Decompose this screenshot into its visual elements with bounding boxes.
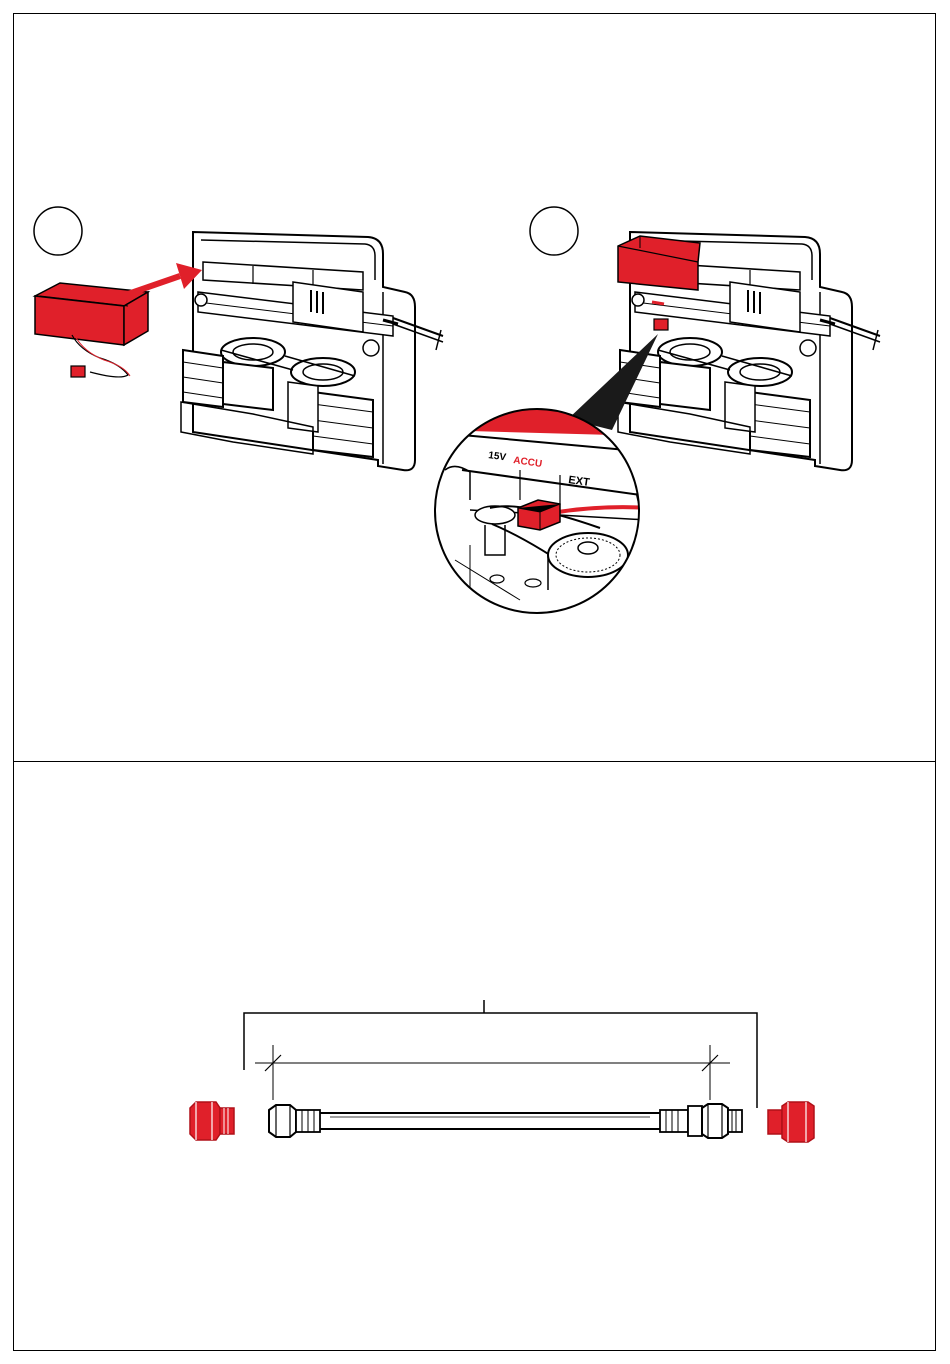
step-2-circle (530, 207, 578, 255)
insert-arrow (128, 263, 202, 294)
fitting-right-red (768, 1102, 814, 1142)
zoom-detail: 15V ACCU EXT (430, 405, 650, 620)
dimension-hose (255, 1045, 730, 1100)
battery-installed (618, 236, 700, 290)
battery-pack (35, 283, 148, 377)
battery-connector (71, 366, 85, 377)
step-1-circle (34, 207, 82, 255)
control-unit-step-1 (181, 232, 443, 470)
fitting-left-red (190, 1102, 234, 1140)
hose-assembly (269, 1104, 742, 1138)
connector-plugged (654, 319, 668, 330)
dimension-overall (244, 1000, 757, 1108)
